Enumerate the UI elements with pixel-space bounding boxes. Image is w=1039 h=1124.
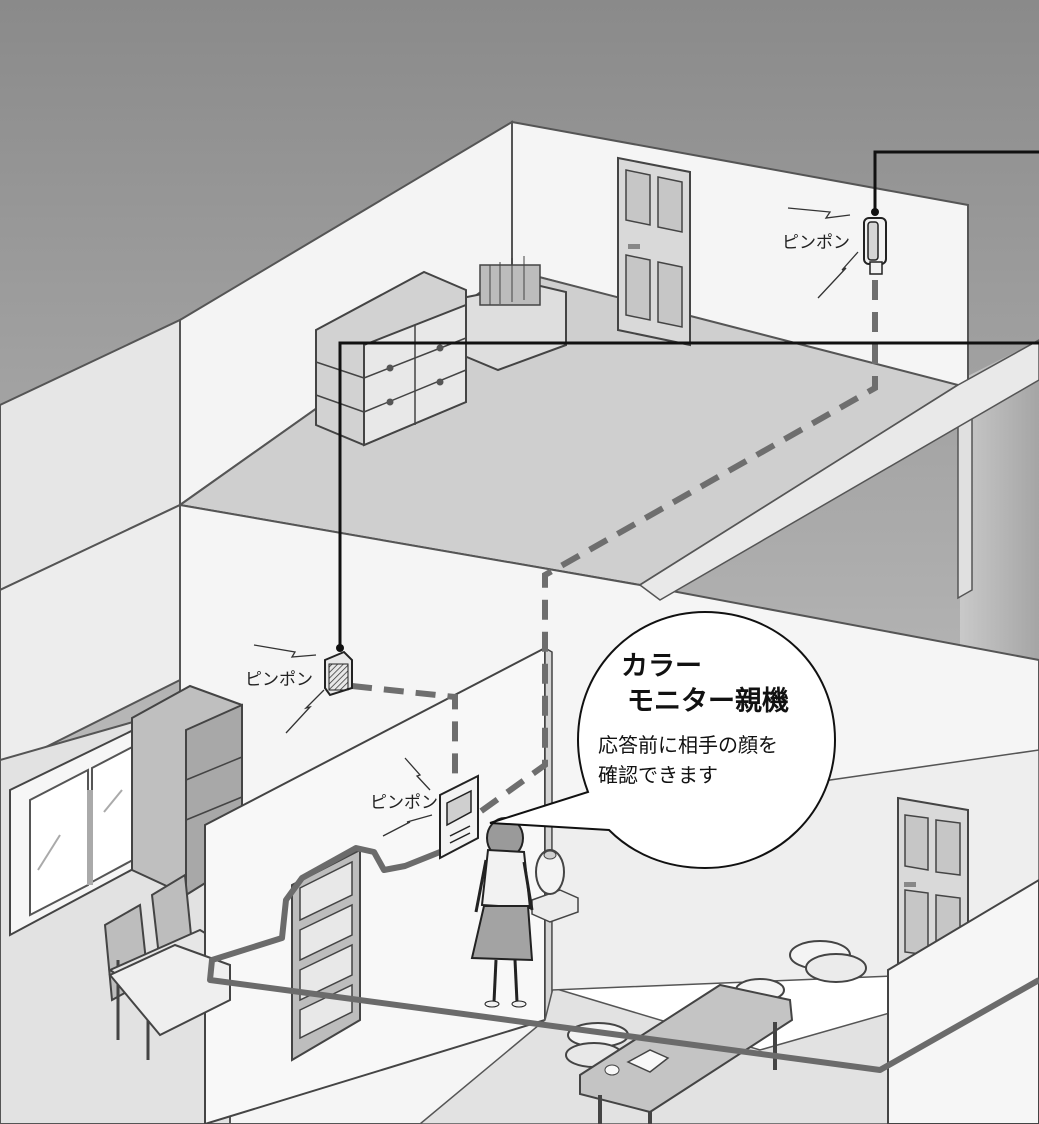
ring-sound-marks [253,207,859,837]
bubble-body-line2: 確認できます [598,763,718,787]
upstairs-door [617,156,691,347]
vase [531,849,579,923]
window [9,720,151,937]
interphone-handset-icon [863,208,887,275]
right-background [960,340,1039,700]
living-table [579,983,794,1124]
chest-of-drawers [315,270,467,447]
bubble-body-line1: 応答前に相手の顔を [598,733,778,757]
upstairs-ring-label: ピンポン [782,233,850,253]
floor-wiring [207,845,1039,1073]
callout-lines [338,150,1039,648]
monitor-callout-bubble: カラー モニター親機 応答前に相手の顔を 確認できます [489,610,837,870]
bubble-title-line2: モニター親機 [627,686,789,717]
person-icon [470,817,534,1008]
monitor-ring-label: ピンポン [370,793,438,813]
chime-ring-label: ピンポン [245,670,313,690]
bubble-title-line1: カラー [621,651,702,682]
color-monitor-unit-icon [439,774,479,860]
upper-floor [0,120,973,600]
chime-speaker-icon [324,644,353,697]
low-cabinet-with-books [461,256,567,372]
